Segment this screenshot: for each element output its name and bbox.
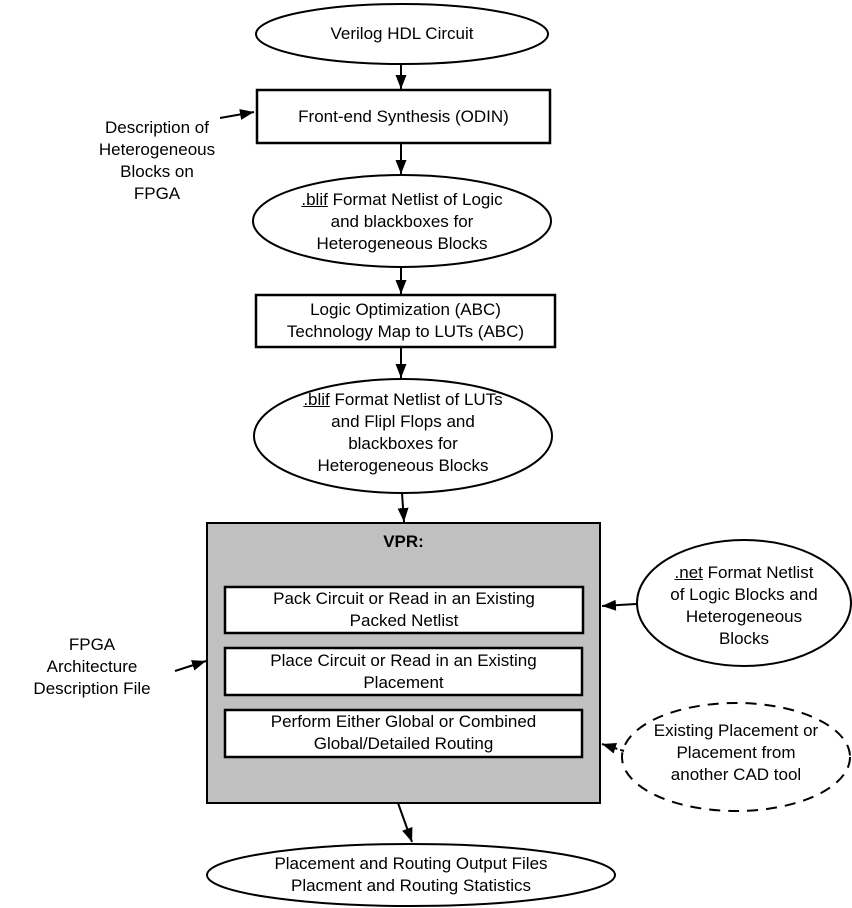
arrow-net-to-vpr [601, 599, 638, 611]
net-netlist-label: .net Format Netlist of Logic Blocks and … [670, 563, 818, 648]
output-ellipse [206, 843, 616, 907]
route-step-box [223, 708, 584, 759]
output-label: Placement and Routing Output Files Placm… [274, 854, 548, 895]
arrow-desc-to-frontend [219, 109, 255, 120]
desc-blocks-label: Description of Heterogeneous Blocks on F… [98, 118, 216, 203]
frontend-label: Front-end Synthesis (ODIN) [298, 107, 509, 126]
blif-extension-text: .blif [301, 190, 328, 209]
route-step-label: Perform Either Global or Combined Global… [270, 712, 537, 753]
existing-placement-label: Existing Placement or Placement from ano… [653, 721, 819, 784]
vpr-title: VPR: [383, 532, 424, 551]
arrow-arch-to-vpr [174, 660, 207, 672]
logic-optimization-label: Logic Optimization (ABC) Technology Map … [286, 300, 525, 341]
existing-placement-ellipse [621, 702, 851, 812]
place-step-box [223, 646, 584, 697]
blif-netlist-1-label: .blif Format Netlist of Logic and blackb… [301, 190, 503, 253]
place-step-label: Place Circuit or Read in an Existing Pla… [270, 651, 537, 692]
net-netlist-ellipse [636, 539, 852, 667]
net-extension-text: .net [674, 563, 703, 582]
arrow-existing-to-vpr [601, 743, 625, 754]
blif-netlist-2-label: .blif Format Netlist of LUTs and Flipl F… [303, 390, 503, 475]
verilog-label: Verilog HDL Circuit [330, 24, 474, 43]
blif-extension-text: .blif [303, 390, 330, 409]
arrow-vpr-to-output [397, 802, 413, 843]
pack-step-label: Pack Circuit or Read in an Existing Pack… [273, 589, 535, 630]
pack-step-box [223, 585, 585, 635]
arrow-blif2-to-vpr [397, 492, 409, 523]
frontend-synthesis-box [255, 88, 552, 145]
fpga-arch-label: FPGA Architecture Description File [33, 635, 151, 698]
logic-optimization-box [254, 293, 557, 349]
